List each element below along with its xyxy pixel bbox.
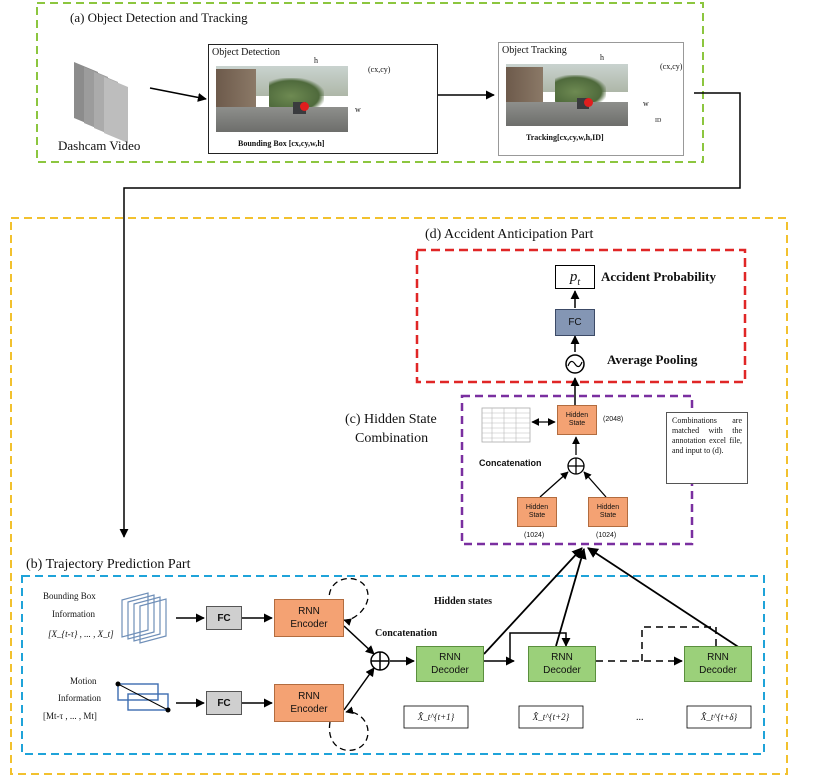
dim-1024-right: (1024) (596, 532, 617, 539)
outer-frame (10, 217, 788, 775)
motion-icon (115, 681, 171, 713)
dim-1024-left: (1024) (524, 532, 545, 539)
bbox-seq: [X_{t-τ} , ... , X_t] (48, 629, 114, 639)
bbox-info-line1: Bounding Box (43, 591, 96, 601)
decoder-n-line2: Decoder (699, 665, 737, 676)
dashcam-label: Dashcam Video (58, 138, 141, 153)
bbox-info-line2: Information (52, 609, 95, 619)
motion-seq: [Mt-τ , ... , Mt] (43, 711, 97, 721)
average-pooling-label: Average Pooling (607, 352, 698, 367)
tracking-frame-image (506, 64, 628, 126)
dim-2048: (2048) (603, 416, 624, 423)
decoder2-line1: RNN (551, 652, 573, 663)
encoder-bottom-line2: Encoder (290, 704, 328, 715)
b-fc-box-bottom: FC (206, 691, 242, 715)
d-fc-box: FC (555, 309, 595, 336)
pt-sub: t (577, 276, 581, 288)
combination-note: Combinations are matched with the annota… (666, 412, 748, 484)
hidden-states-label: Hidden states (434, 596, 493, 607)
rnn-encoder-top: RNN Encoder (274, 599, 344, 637)
output-ellipsis: ... (636, 712, 644, 723)
decoder2-line2: Decoder (543, 665, 581, 676)
spreadsheet-icon (481, 407, 531, 443)
detection-w-label: w (355, 105, 361, 114)
bounding-box-icon (121, 592, 167, 644)
hidden-state-2048: Hidden State (557, 405, 597, 435)
part-b-frame (21, 575, 765, 755)
rnn-decoder-n: RNN Decoder (684, 646, 752, 682)
rnn-decoder-1: RNN Decoder (416, 646, 484, 682)
tracking-title: Object Tracking (502, 45, 567, 56)
output-n: X̂_t^{t+δ} (700, 712, 738, 722)
hidden-state-left: Hidden State (517, 497, 557, 527)
detection-h-label: h (314, 56, 318, 65)
part-b-title: (b) Trajectory Prediction Part (26, 557, 191, 572)
pt-label: p (569, 268, 578, 285)
part-a-frame (36, 2, 704, 163)
tracking-caption: Tracking[cx,cy,w,h,ID] (526, 133, 604, 142)
motion-line1: Motion (70, 676, 97, 686)
detection-caption: Bounding Box [cx,cy,w,h] (238, 139, 325, 148)
tracking-h-label: h (600, 53, 604, 62)
motion-line2: Information (58, 693, 101, 703)
hidden-state-right: Hidden State (588, 497, 628, 527)
decoder1-line2: Decoder (431, 665, 469, 676)
tracking-center-label: (cx,cy) (660, 62, 683, 71)
part-d-title: (d) Accident Anticipation Part (425, 227, 594, 242)
part-c-title-line1: (c) Hidden State (345, 412, 437, 427)
tracking-w-label: w (643, 99, 649, 108)
decoder-n-line1: RNN (707, 652, 729, 663)
c-concatenation-label: Concatenation (479, 458, 542, 468)
b-concatenation-label: Concatenation (375, 628, 438, 639)
detection-title: Object Detection (212, 47, 281, 58)
output-1: X̂_t^{t+1} (417, 712, 455, 722)
part-d-frame (415, 248, 747, 384)
encoder-top-line1: RNN (298, 606, 320, 617)
dashcam-video-icon (74, 62, 128, 143)
detection-frame-image (216, 66, 348, 132)
part-c-title-line2: Combination (355, 431, 429, 446)
output-2: X̂_t^{t+2} (532, 712, 570, 722)
part-a-title: (a) Object Detection and Tracking (70, 10, 248, 25)
decoder1-line1: RNN (439, 652, 461, 663)
encoder-top-line2: Encoder (290, 619, 328, 630)
rnn-decoder-2: RNN Decoder (528, 646, 596, 682)
b-fc-box-top: FC (206, 606, 242, 630)
tracking-id-label: ID (655, 118, 662, 124)
encoder-bottom-line1: RNN (298, 691, 320, 702)
accident-probability-label: Accident Probability (601, 269, 716, 284)
rnn-encoder-bottom: RNN Encoder (274, 684, 344, 722)
detection-center-label: (cx,cy) (368, 65, 391, 74)
